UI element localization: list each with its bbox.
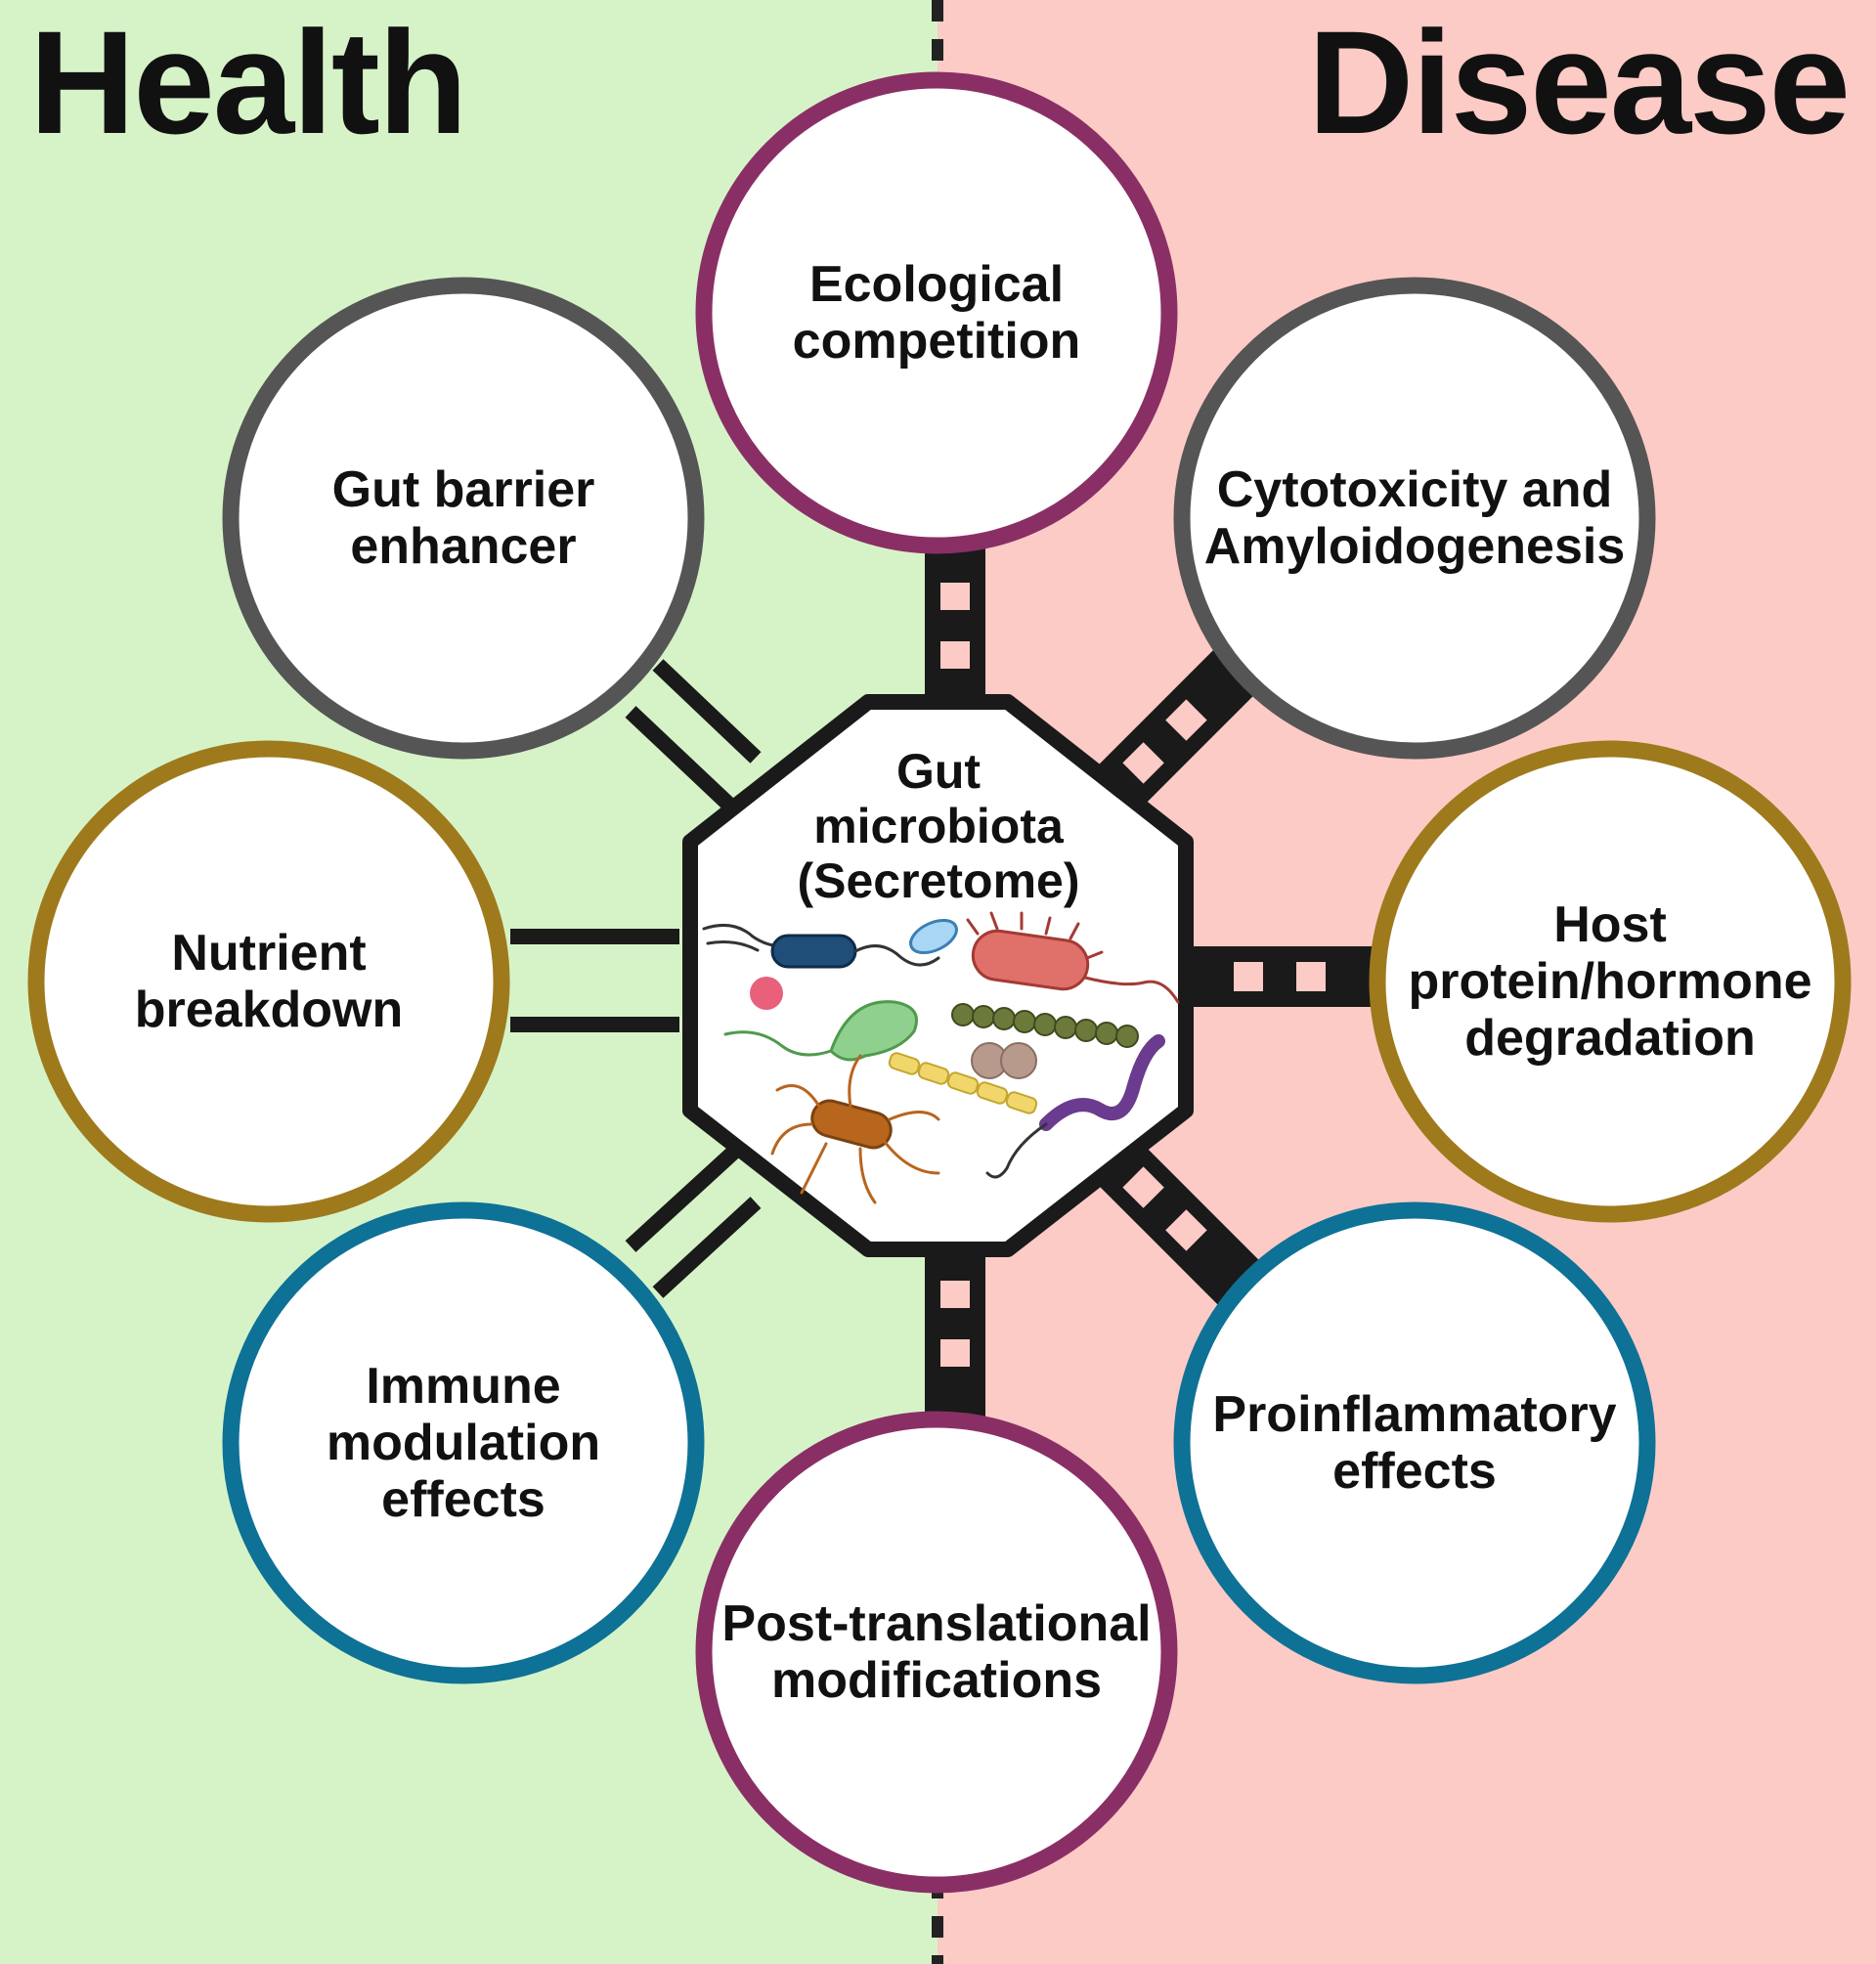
connector-ecological [925, 528, 985, 723]
connector-gut-barrier-rail-2 [625, 706, 740, 815]
ring-cytotoxicity [1173, 277, 1656, 760]
connector-cytotoxicity [1075, 635, 1271, 831]
health-heading: Health [29, 0, 467, 164]
gut-barrier-enhancer-label: Gut barrier enhancer [331, 460, 595, 575]
connector-gut-barrier [652, 659, 762, 764]
ring-proinflammatory [1173, 1201, 1656, 1684]
health-connectors [510, 659, 762, 1298]
connector-immune-rail-2 [652, 1197, 762, 1298]
disease-connectors [925, 528, 1378, 1427]
post-translational-label: Post-translational modifications [721, 1594, 1152, 1709]
cytotoxicity-label: Cytotoxicity and Amyloidogenesis [1203, 460, 1626, 575]
center-label: Gut microbiota (Secretome) [797, 744, 1080, 908]
immune-modulation-label: Immune modulation effects [326, 1357, 601, 1529]
proinflammatory-label: Proinflammatory effects [1212, 1385, 1617, 1500]
node-rings [27, 71, 1852, 1894]
ecological-competition-label: Ecological competition [792, 255, 1081, 370]
connector-immune [625, 1146, 740, 1252]
bacteria-cluster-icon [702, 911, 1180, 1204]
connector-host-protein [1183, 946, 1378, 1007]
ring-nutrient [27, 740, 510, 1223]
host-protein-degradation-label: Host protein/hormone degradation [1408, 895, 1812, 1068]
ring-ecological [695, 71, 1178, 554]
ring-gut-barrier [222, 277, 705, 760]
ring-immune [222, 1201, 705, 1684]
ring-host-protein [1369, 740, 1852, 1223]
connector-post-translational [925, 1232, 985, 1427]
disease-heading: Disease [1307, 0, 1851, 164]
ring-post-translational [695, 1411, 1178, 1894]
nutrient-breakdown-label: Nutrient breakdown [134, 924, 404, 1038]
